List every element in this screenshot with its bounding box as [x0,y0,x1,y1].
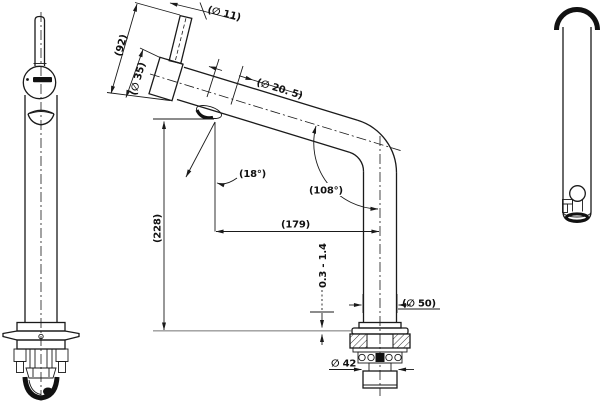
mounting-bolt-right [55,348,69,373]
dimension-outlet-angle: (18°) [185,121,266,232]
flange-center-hole [38,333,44,340]
end-view [554,7,600,223]
dim-label-outlet-angle: (18°) [239,169,266,180]
end-cap-side [148,56,184,102]
dimension-spout-end-length: (92) [106,2,181,101]
lock-nut [357,351,403,364]
dim-label-escutcheon-diameter: (∅ 50) [402,299,436,310]
base-assembly [349,321,411,389]
spout-outlet-front [27,109,55,126]
faucet-body-outline [176,66,398,323]
dim-label-bend-angle: (108°) [309,186,343,197]
dim-label-deck-thickness: 0.3 - 1.4 [318,243,329,288]
end-view-lever [562,185,586,213]
joystick-lever [166,14,193,65]
dim-label-mounting-height: (228) [153,214,164,243]
front-view [2,12,80,401]
side-view: (∅ 11) (92) (∅ 35) (∅ 20. 5) (18°) [106,2,440,396]
dim-label-spout-end-length: (92) [113,33,130,57]
dim-label-horizontal-reach: (179) [281,220,310,231]
lever-rod-front [34,15,46,66]
mounting-bolt-left [13,348,27,373]
dim-label-end-cap-diameter: (∅ 35) [128,61,148,97]
bend-arc-end-view [554,7,600,31]
dim-label-spout-tube-diameter: (∅ 20. 5) [255,77,304,101]
deck-flange-front [2,330,80,341]
end-cap-front [22,65,57,100]
dim-label-lever-diameter: (∅ 11) [206,5,242,24]
dimension-lever-diameter: (∅ 11) [169,2,242,24]
dimension-spout-tube-diameter: (∅ 20. 5) [206,58,304,105]
dimension-bend-angle: (108°) [306,125,379,211]
supply-elbow [22,367,60,401]
dim-label-shank-diameter: ∅ 42 [331,359,356,370]
dimension-horizontal-reach: (179) [215,220,380,234]
threaded-shank [362,370,398,389]
set-screw-dot [26,78,29,81]
end-view-outlet-cap [562,211,592,223]
shank-front [29,349,53,368]
mounting-plate-front [16,339,66,350]
dimension-deck-thickness: 0.3 - 1.4 [310,243,334,345]
dimension-shank-diameter: ∅ 42 [329,359,414,372]
dimension-escutcheon-diameter: (∅ 50) [349,294,440,313]
outlet-spigot [195,105,222,120]
dimension-mounting-height: (228) [153,118,214,331]
brand-label-bar [33,77,52,83]
